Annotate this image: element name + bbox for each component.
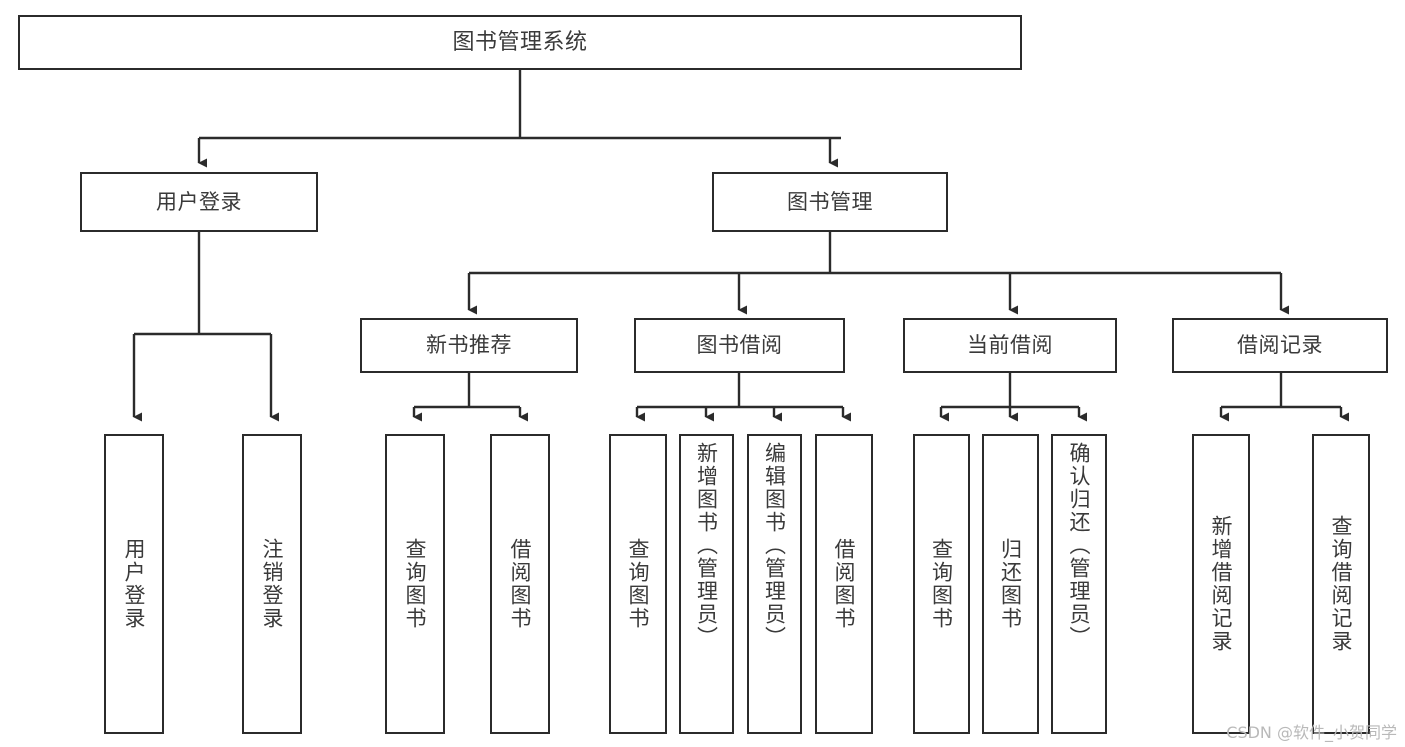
node-label: 用户登录	[156, 189, 242, 214]
leaf-borrow-record-add-record[interactable]: 新增借阅记录	[1192, 434, 1250, 734]
node-label: 确认归还（管理员）	[1067, 442, 1092, 649]
leaf-new-book-borrow-book[interactable]: 借阅图书	[490, 434, 550, 734]
node-label: 图书借阅	[696, 333, 783, 358]
node-label: 借阅图书	[832, 538, 857, 630]
leaf-book-borrow-add-book-admin[interactable]: 新增图书（管理员）	[679, 434, 734, 734]
node-user-login[interactable]: 用户登录	[80, 172, 318, 232]
csdn-watermark: CSDN @软件_小贺同学	[1226, 723, 1397, 742]
node-label: 查询借阅记录	[1329, 515, 1354, 653]
node-current-borrow[interactable]: 当前借阅	[903, 318, 1117, 373]
node-label: 当前借阅	[967, 333, 1053, 358]
node-label: 查询图书	[929, 538, 954, 630]
node-label: 查询图书	[403, 538, 428, 630]
node-label: 图书管理	[787, 189, 873, 214]
node-label: 归还图书	[998, 538, 1023, 630]
leaf-user-login-logout[interactable]: 注销登录	[242, 434, 302, 734]
leaf-book-borrow-borrow-book[interactable]: 借阅图书	[815, 434, 873, 734]
leaf-borrow-record-query-record[interactable]: 查询借阅记录	[1312, 434, 1370, 734]
node-label: 编辑图书（管理员）	[762, 442, 787, 649]
node-label: 借阅记录	[1237, 333, 1323, 358]
node-book-borrow[interactable]: 图书借阅	[634, 318, 845, 373]
node-new-book-recommend[interactable]: 新书推荐	[360, 318, 578, 373]
leaf-current-borrow-return-book[interactable]: 归还图书	[982, 434, 1039, 734]
node-label: 新增借阅记录	[1209, 515, 1234, 653]
node-label: 注销登录	[260, 538, 285, 630]
node-label: 借阅图书	[508, 538, 533, 630]
leaf-book-borrow-query-book[interactable]: 查询图书	[609, 434, 667, 734]
leaf-current-borrow-query-book[interactable]: 查询图书	[913, 434, 970, 734]
node-label: 新增图书（管理员）	[694, 442, 719, 649]
leaf-new-book-query-book[interactable]: 查询图书	[385, 434, 445, 734]
node-label: 查询图书	[626, 538, 651, 630]
node-label: 新书推荐	[426, 333, 512, 358]
leaf-current-borrow-confirm-return-admin[interactable]: 确认归还（管理员）	[1051, 434, 1107, 734]
node-root-book-management-system[interactable]: 图书管理系统	[18, 15, 1022, 70]
node-book-management[interactable]: 图书管理	[712, 172, 948, 232]
node-borrow-record[interactable]: 借阅记录	[1172, 318, 1388, 373]
node-label: 图书管理系统	[452, 29, 588, 55]
leaf-user-login-login[interactable]: 用户登录	[104, 434, 164, 734]
node-label: 用户登录	[122, 538, 147, 630]
leaf-book-borrow-edit-book-admin[interactable]: 编辑图书（管理员）	[747, 434, 802, 734]
